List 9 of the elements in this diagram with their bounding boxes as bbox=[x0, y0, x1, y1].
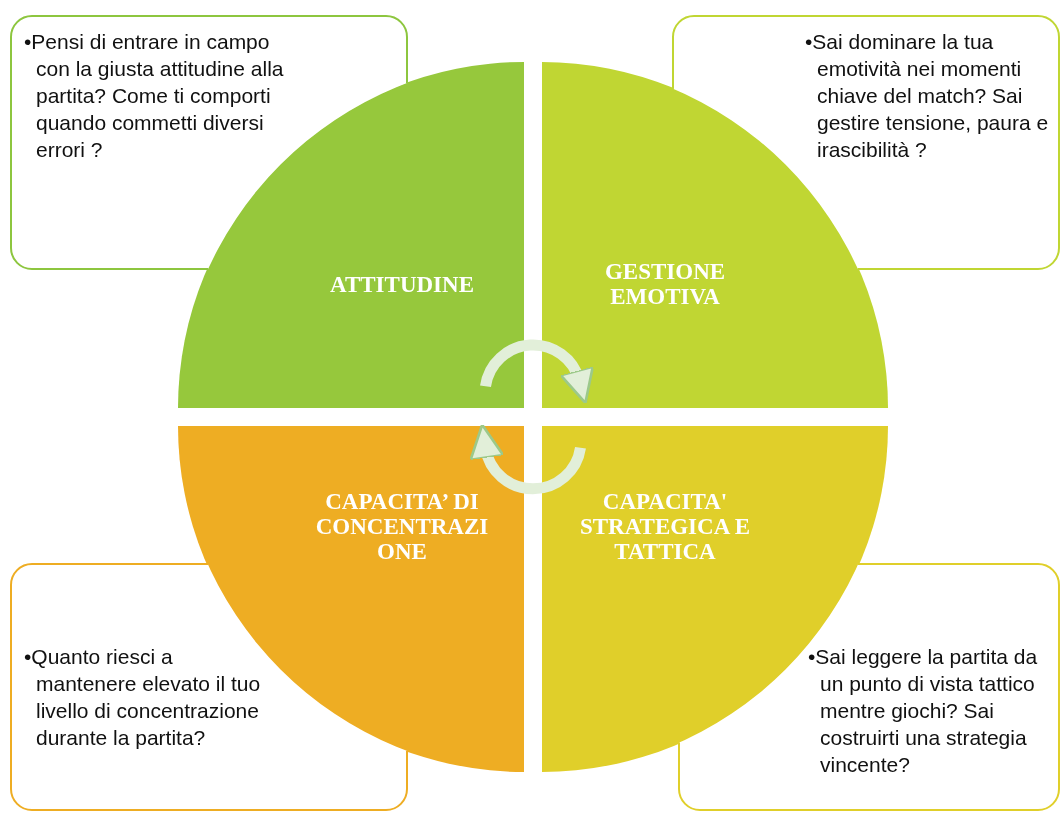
bullet-text: •Pensi di entrare in campo con la giusta attitudine alla partita? Come ti comporti quando commetti diversi errori ? bbox=[24, 29, 285, 163]
quadrant-label: GESTIONE EMOTIVA bbox=[603, 259, 727, 309]
quadrant-label: CAPACITA’ DI CONCENTRAZIONE bbox=[314, 488, 490, 564]
bullet-text: •Sai leggere la partita da un punto di vista tattico mentre giochi? Sai costruirti una strategia vincente? bbox=[808, 644, 1039, 778]
bullet-text: •Sai dominare la tua emotività nei momenti chiave del match? Sai gestire tensione, paura e irascibilità ? bbox=[805, 29, 1050, 163]
bullet-text: •Quanto riesci a mantenere elevato il tuo livello di concentrazione durante la partita? bbox=[24, 644, 262, 751]
quadrant-label: ATTITUDINE bbox=[329, 271, 475, 297]
curved-arrow bbox=[480, 339, 594, 404]
quadrant-label: CAPACITA' STRATEGICA E TATTICA bbox=[578, 488, 752, 564]
